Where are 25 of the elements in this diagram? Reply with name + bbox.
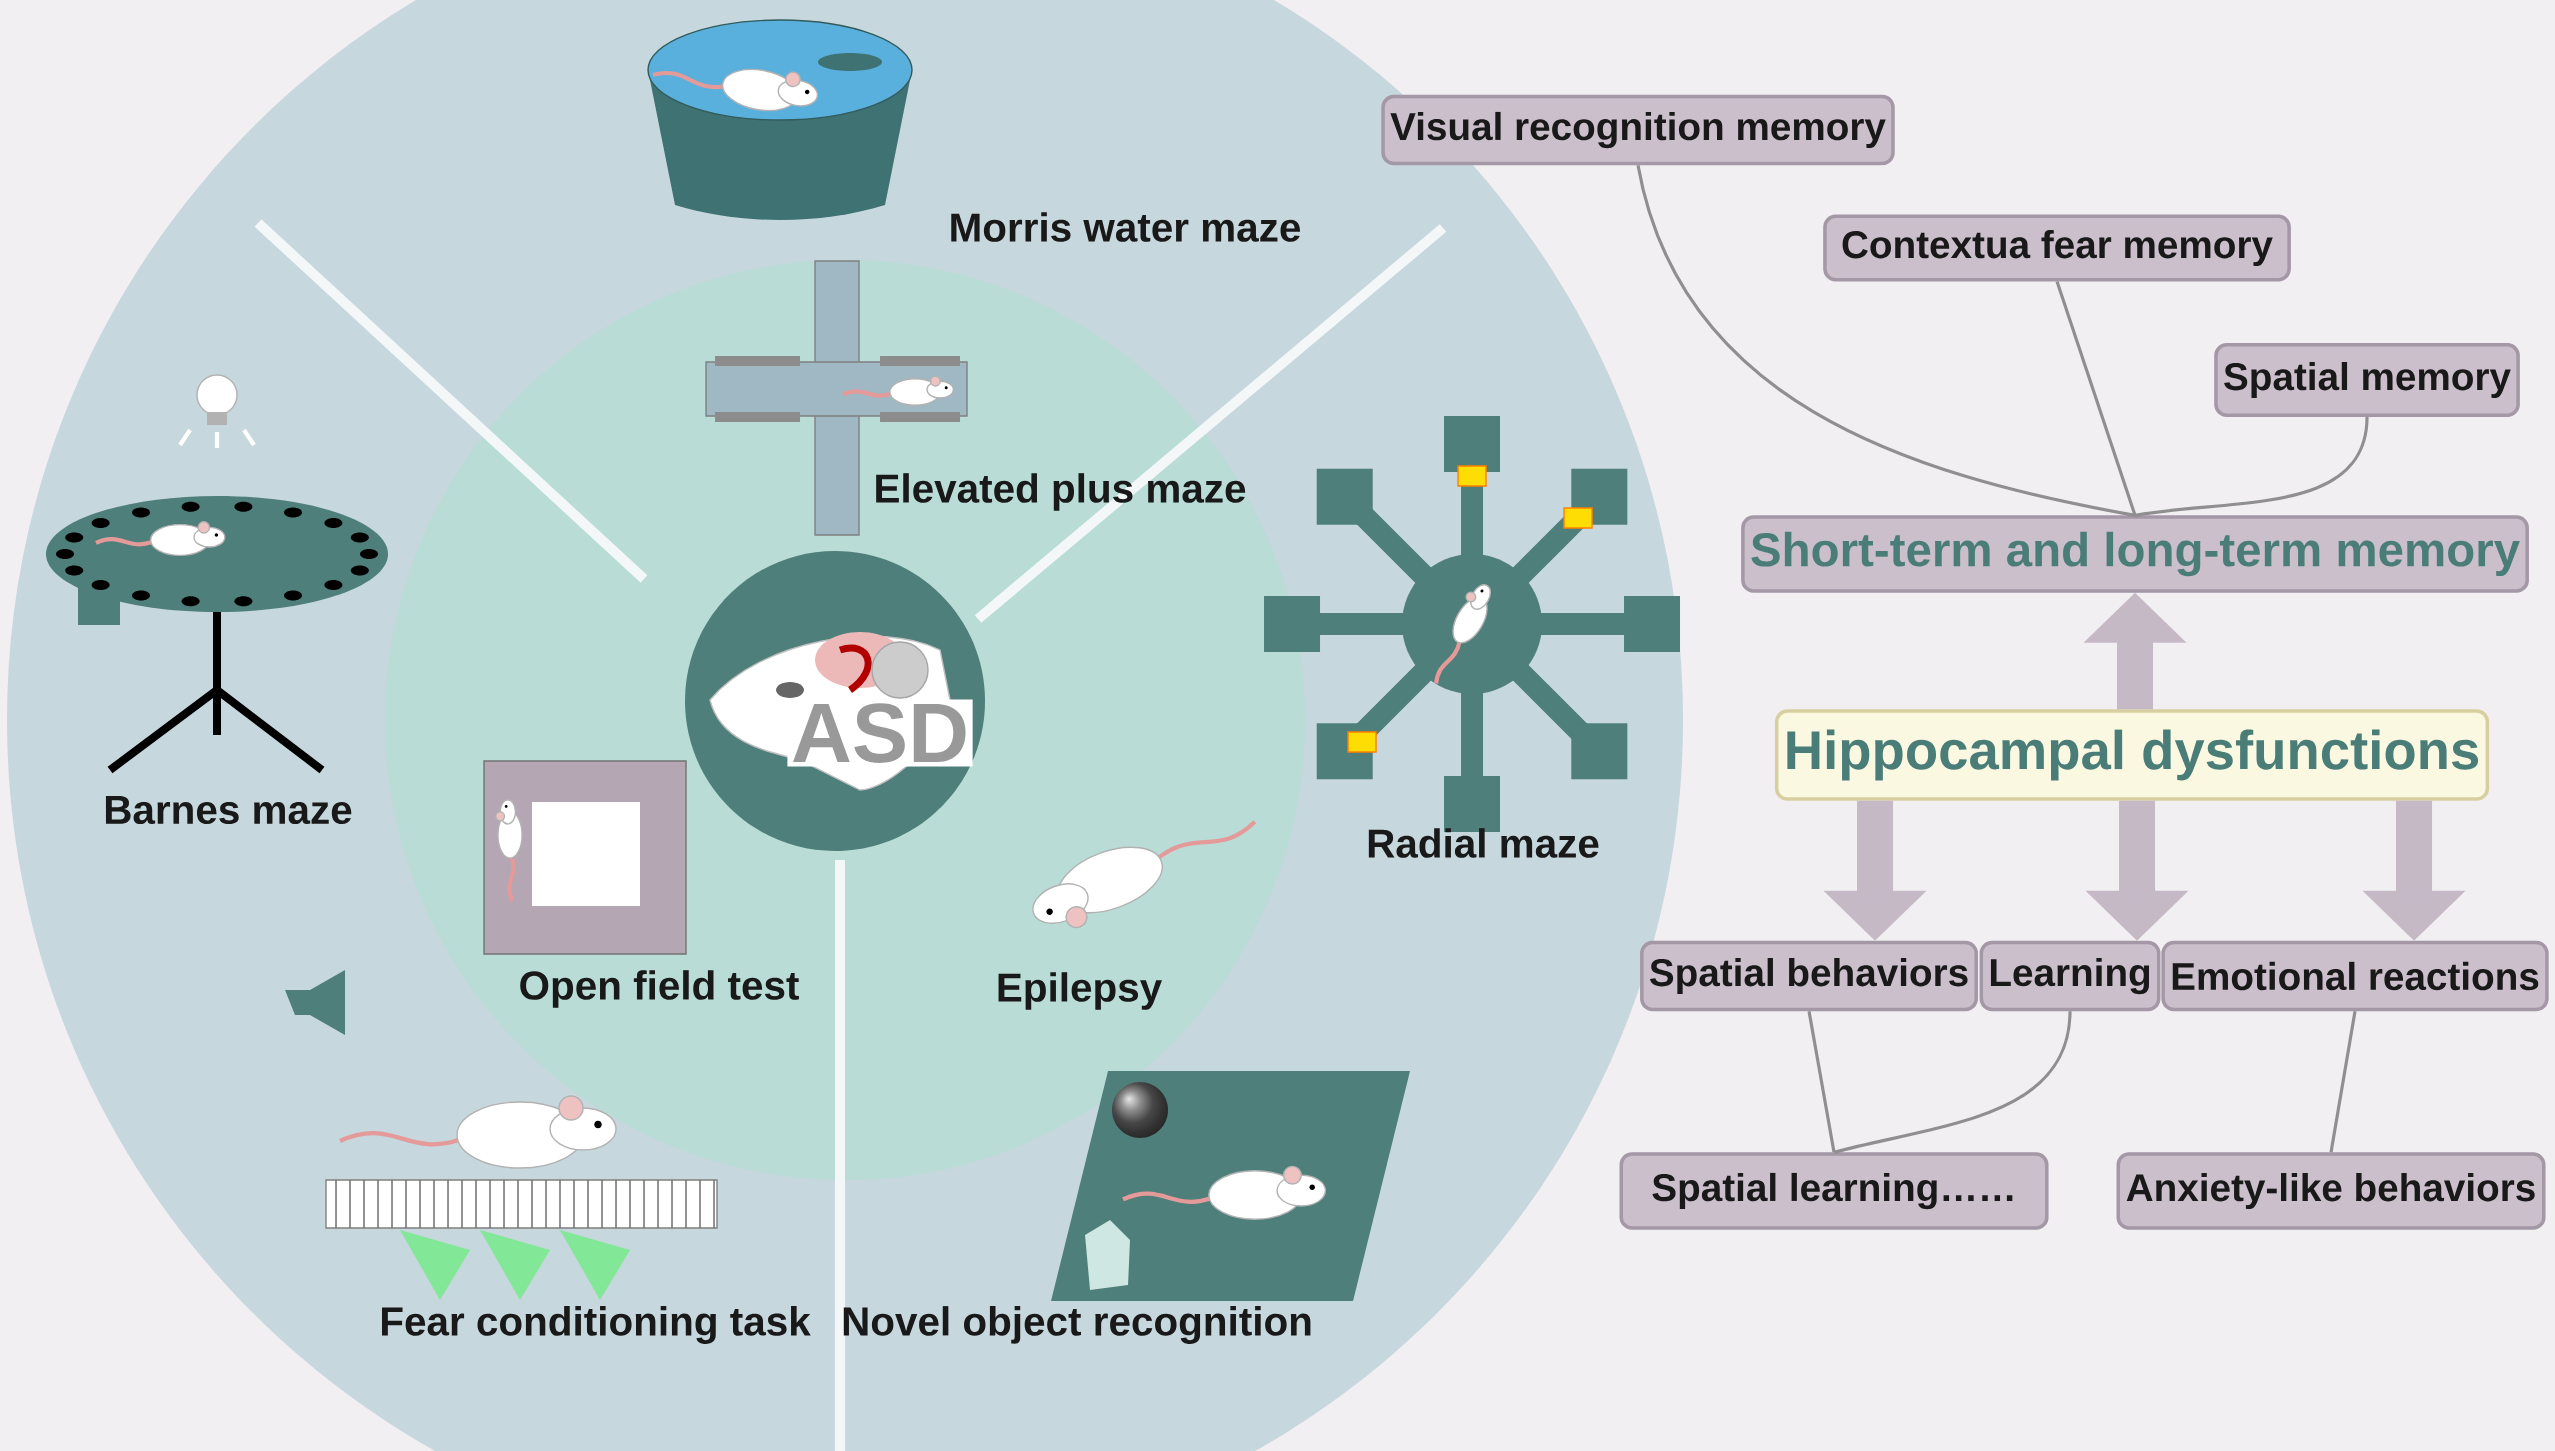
connector-line (2055, 280, 2137, 516)
test-label: Radial maze (1368, 828, 1599, 858)
connector-line (2134, 416, 2369, 517)
test-label: Epilepsy (998, 972, 1162, 1010)
test-label: Open field test (520, 970, 799, 1008)
memory-box: Emotional reactions (2161, 940, 2549, 1012)
test-label: Morris water maze (951, 212, 1301, 242)
memory-box: Spatial behaviors (1640, 940, 1978, 1012)
mouse-label: ASD (787, 699, 973, 767)
dysfunction-box: Hippocampal dysfunctions (1774, 709, 2490, 801)
test-label: Novel object recognition (843, 1306, 1311, 1344)
memory-box: Visual recognition memory (1381, 94, 1895, 166)
memory-box: Spatial learning…… (1619, 1152, 2049, 1230)
test-label: Barnes maze (105, 795, 352, 825)
memory-box: Spatial memory (2214, 343, 2520, 417)
memory-box: Anxiety-like behaviors (2116, 1152, 2546, 1230)
connector-line (2329, 1010, 2357, 1153)
test-label: Fear conditioning task (382, 1306, 811, 1344)
test-label: Elevated plus maze (876, 473, 1246, 511)
connector-line (1807, 1010, 1836, 1153)
memory-box: Short-term and long-term memory (1741, 515, 2529, 593)
memory-box: Learning (1979, 940, 2161, 1012)
connector-line (1833, 1011, 2072, 1154)
connector-line (1636, 164, 2136, 517)
memory-box: Contextua fear memory (1823, 214, 2291, 282)
